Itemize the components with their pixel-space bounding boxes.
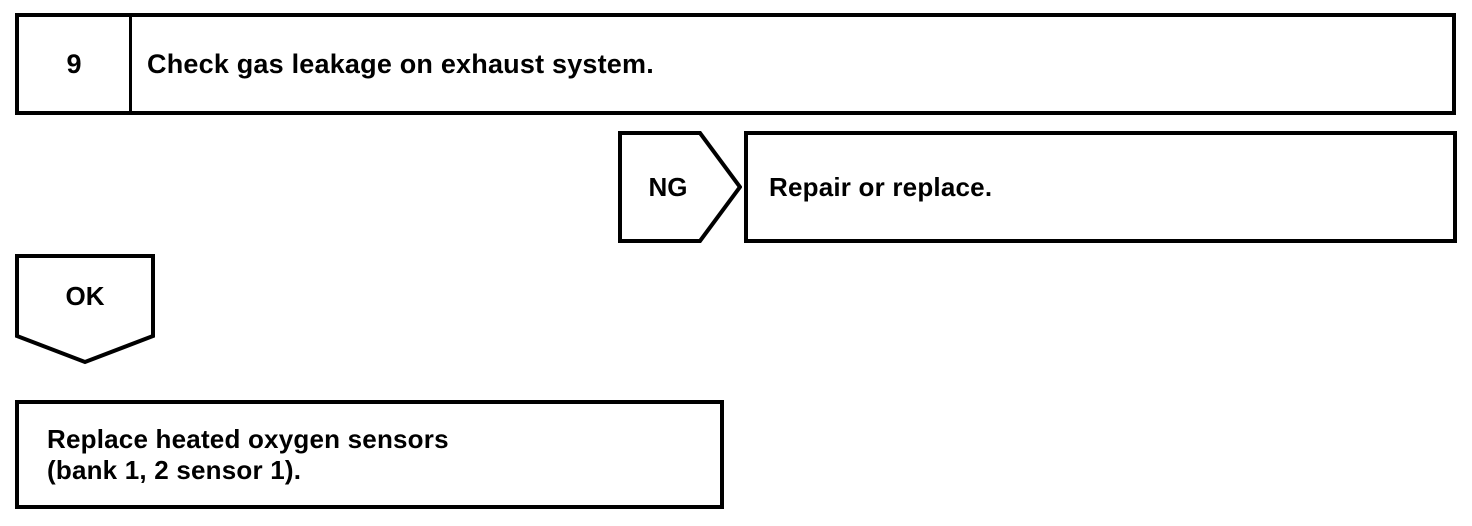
result-box: Replace heated oxygen sensors (bank 1, 2… <box>15 400 724 509</box>
step-row: 9 Check gas leakage on exhaust system. <box>15 13 1456 115</box>
result-line-1: Replace heated oxygen sensors <box>47 423 449 454</box>
ng-action-box: Repair or replace. <box>744 131 1457 243</box>
ng-branch-label: NG <box>648 171 688 202</box>
ok-branch-tag: OK <box>15 254 155 366</box>
step-number: 9 <box>19 17 132 111</box>
ng-pentagon-icon <box>618 131 742 243</box>
ok-branch-label: OK <box>65 280 105 311</box>
step-instruction: Check gas leakage on exhaust system. <box>147 48 654 79</box>
ok-pentagon-down-icon <box>15 254 155 365</box>
ng-branch-tag: NG <box>618 131 742 243</box>
result-line-2: (bank 1, 2 sensor 1). <box>47 454 302 485</box>
